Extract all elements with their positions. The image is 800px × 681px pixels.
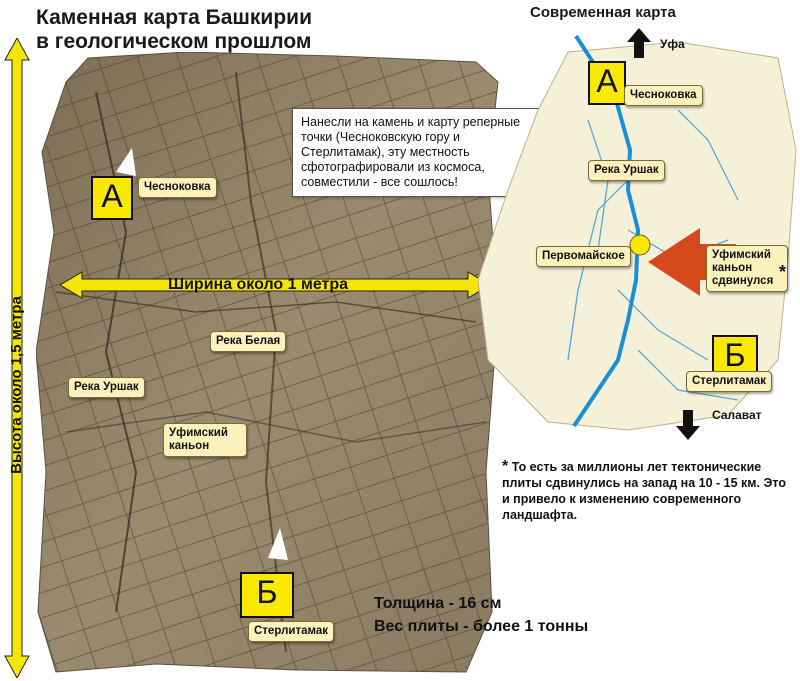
weight-text: Вес плиты - более 1 тонны — [374, 618, 589, 635]
salavat-label: Салават — [712, 408, 762, 422]
stone-label-reka-belaya: Река Белая — [210, 331, 287, 352]
map-label-reka-urshak: Река Уршак — [588, 160, 665, 181]
width-label: Ширина около 1 метра — [168, 276, 349, 293]
stone-label-chesnokovka: Чесноковка — [138, 177, 217, 198]
north-arrow-ufa — [627, 28, 651, 58]
height-label: Высота около 1,5 метра — [8, 296, 25, 474]
map-label-sterlitamak: Стерлитамак — [686, 371, 772, 392]
map-label-kanyon-shifted: Уфимский каньон сдвинулся — [706, 245, 788, 292]
stone-label-sterlitamak: Стерлитамак — [248, 621, 334, 642]
reference-points-note: Нанесли на камень и карту реперные точки… — [292, 108, 554, 197]
stone-letter-a: А — [91, 176, 133, 220]
stone-slab-image — [36, 52, 499, 673]
map-letter-b: Б — [712, 335, 758, 377]
left-title-line2: в геологическом прошлом — [36, 30, 312, 53]
right-title: Современная карта — [530, 4, 676, 21]
footnote: * То есть за миллионы лет тектонические … — [502, 459, 792, 523]
left-title-line1: Каменная карта Башкирии — [36, 6, 312, 29]
map-letter-a: А — [588, 61, 626, 105]
stone-label-reka-urshak: Река Уршак — [68, 377, 145, 398]
kanyon-asterisk: * — [779, 262, 787, 282]
left-title: Каменная карта Башкирии в геологическом … — [36, 6, 312, 54]
height-arrow — [4, 38, 30, 678]
stone-label-ufimsky-kanyon: Уфимский каньон — [163, 423, 247, 457]
kanyon-shifted-text: Уфимский каньон сдвинулся — [712, 249, 774, 287]
map-label-chesnokovka: Чесноковка — [624, 85, 703, 106]
ufa-label: Уфа — [660, 37, 685, 51]
south-arrow-salavat — [676, 410, 700, 440]
footnote-text: То есть за миллионы лет тектонические пл… — [502, 460, 786, 522]
thickness-text: Толщина - 16 см — [374, 595, 502, 612]
map-label-pervomayskoe: Первомайское — [536, 246, 631, 267]
stone-letter-b: Б — [240, 572, 294, 618]
width-arrow — [60, 271, 490, 299]
footnote-asterisk: * — [502, 458, 509, 475]
